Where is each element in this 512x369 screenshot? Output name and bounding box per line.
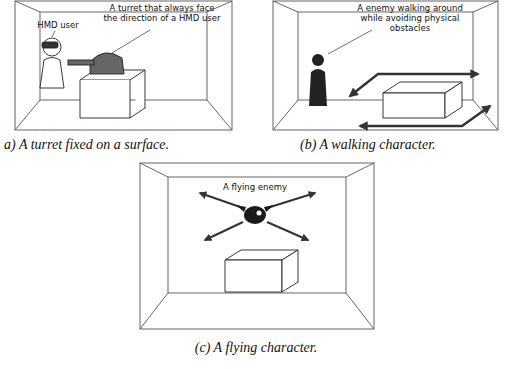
room-corner-lines (140, 163, 374, 329)
user-head (43, 38, 61, 56)
box-side (445, 82, 462, 118)
hmd-headset (42, 42, 58, 48)
room-c (140, 163, 374, 329)
enemy-body (309, 69, 327, 106)
turret-body (90, 53, 124, 74)
annotation-label: A flying enemy (223, 183, 287, 193)
annotation-label: A enemy walking around while avoiding ph… (345, 4, 475, 33)
fly-arrow (200, 193, 243, 208)
enemy-wings (236, 205, 274, 212)
walk-arrow-back (350, 74, 478, 96)
flying-enemy (236, 205, 274, 224)
table-sides (80, 70, 145, 118)
annotation-label: A turret that always face the direction … (102, 4, 222, 24)
hmd-user (40, 38, 64, 88)
walk-arrows (350, 74, 490, 126)
annotation-label: HMD user (37, 21, 79, 31)
leader-lines-a (52, 30, 150, 53)
figure-caption: (c) A flying character. (195, 340, 317, 356)
walking-enemy (309, 54, 327, 106)
room-outline (15, 1, 232, 130)
turret-table (80, 70, 145, 118)
room-outline (140, 163, 374, 329)
figure-caption: a) A turret fixed on a surface. (4, 137, 169, 153)
obstacle-box-b (383, 82, 462, 118)
turret (68, 53, 124, 74)
room-corner-lines (273, 1, 498, 130)
box-front (383, 93, 445, 118)
room-back-wall (168, 177, 346, 293)
enemy-head (312, 54, 324, 66)
box-side (282, 250, 298, 292)
enemy-body (244, 206, 266, 224)
room-a (15, 1, 232, 130)
user-body (40, 58, 64, 89)
enemy-eye (257, 211, 262, 216)
room-outline (273, 1, 498, 130)
fly-arrow (205, 222, 243, 240)
figure-caption: (b) A walking character. (300, 137, 436, 153)
room-corner-lines (15, 1, 232, 130)
obstacle-box-c (225, 250, 298, 292)
fly-arrow (267, 222, 308, 240)
turret-barrel (68, 60, 94, 65)
fly-arrow (267, 193, 315, 208)
walk-arrow-front (360, 106, 490, 126)
room-b (273, 1, 498, 130)
leader-line-b (328, 30, 372, 54)
fly-arrows (200, 193, 315, 240)
box-front (225, 260, 282, 292)
